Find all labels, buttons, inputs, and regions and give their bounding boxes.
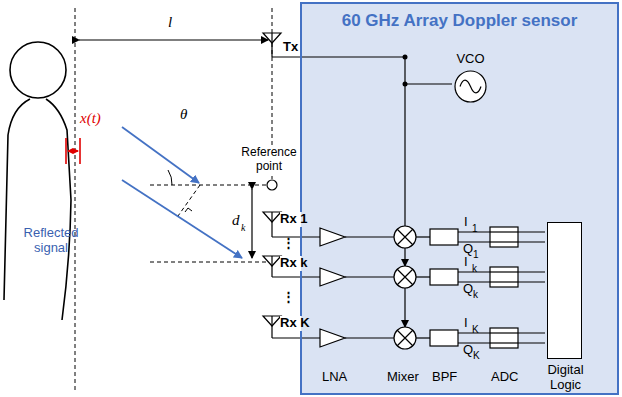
- signal-name: 1: [473, 249, 479, 261]
- signal-name: I: [464, 255, 468, 270]
- vco-oscillator: VCO: [454, 70, 487, 103]
- angle-arc: [168, 170, 172, 185]
- wire: [272, 236, 320, 237]
- wire: [345, 236, 394, 237]
- mixer-symbol: [394, 226, 416, 248]
- digital-logic-box: Digital Logic: [547, 222, 582, 359]
- wire: [345, 337, 394, 338]
- iq-wire: [490, 342, 518, 343]
- vco-label: VCO: [440, 51, 501, 66]
- wire: [272, 276, 320, 277]
- ellipsis: ⋮: [282, 236, 295, 251]
- junction: [403, 82, 408, 87]
- signal-name: I: [464, 215, 468, 230]
- wire: [416, 236, 430, 237]
- antenna-label: Tx: [283, 40, 298, 55]
- panel-title: 60 GHz Array Doppler sensor: [302, 11, 617, 31]
- mixer-symbol: [394, 266, 416, 288]
- lna-symbol: [320, 329, 345, 347]
- iq-wire: [458, 271, 545, 272]
- bpf-box: [430, 229, 458, 245]
- right-angle: [185, 208, 192, 212]
- column-label: ADC: [491, 370, 518, 385]
- reference-point: [267, 180, 277, 190]
- signal-name: K: [472, 324, 479, 336]
- iq-wire: [490, 271, 518, 272]
- sensor-panel: 60 GHz Array Doppler sensorVCO Digital Lo…: [300, 2, 619, 395]
- bpf-box: [430, 269, 458, 285]
- reflected-rays: [122, 127, 242, 258]
- lo-wires: [272, 57, 452, 327]
- mixer-cross: [397, 269, 413, 285]
- antenna-label: Rx k: [280, 256, 307, 271]
- sine-wave: [460, 80, 481, 93]
- displacement: [66, 138, 80, 164]
- signal-name: Q: [463, 282, 473, 297]
- antenna-label: Rx 1: [280, 212, 307, 227]
- column-label: BPF: [432, 370, 457, 385]
- iq-wire: [458, 231, 545, 232]
- dimension-dk: [251, 189, 252, 258]
- iq-wire: [490, 332, 518, 333]
- iq-wire: [490, 241, 518, 242]
- mixer-cross: [397, 330, 413, 346]
- wire: [272, 337, 320, 338]
- column-label: Mixer: [387, 370, 419, 385]
- spacing-subscript: k: [241, 222, 245, 234]
- signal-name: k: [472, 263, 477, 275]
- iq-wire: [458, 332, 545, 333]
- mixer-symbol: [394, 327, 416, 349]
- dimension-l: [79, 39, 268, 40]
- signal-name: k: [473, 289, 478, 301]
- bpf-box: [430, 330, 458, 346]
- mixer-cross: [397, 229, 413, 245]
- panel-ground: [301, 3, 617, 393]
- spacing-label: d: [232, 212, 240, 229]
- wire: [345, 276, 394, 277]
- adc-box: [490, 227, 518, 247]
- iq-wire: [490, 281, 518, 282]
- distance-label: l: [168, 14, 172, 31]
- lna-symbol: [320, 228, 345, 246]
- signal-name: Q: [463, 343, 473, 358]
- wire: [416, 276, 430, 277]
- reference-label: Reference point: [240, 146, 298, 174]
- iq-wire: [490, 231, 518, 232]
- person: [4, 42, 71, 320]
- column-label: LNA: [322, 370, 347, 385]
- vco-symbol: [454, 70, 487, 103]
- adc-box: [490, 267, 518, 287]
- digital-logic-label: Digital Logic: [534, 363, 597, 393]
- signal-name: K: [473, 350, 480, 362]
- vco-circle: [455, 71, 486, 102]
- adc-box: [490, 328, 518, 348]
- lna-symbol: [320, 268, 345, 286]
- receive-chains: [272, 226, 545, 349]
- junction: [403, 55, 408, 60]
- antennas: [263, 33, 281, 338]
- antenna-label: Rx K: [280, 316, 310, 331]
- signal-label: Reflected signal: [16, 226, 86, 256]
- displacement-label: x(t): [80, 110, 101, 127]
- signal-name: I: [464, 316, 468, 331]
- wire: [416, 337, 430, 338]
- angle-label: θ: [180, 106, 187, 123]
- reference-lines: [75, 8, 272, 390]
- ellipsis: ⋮: [282, 290, 295, 305]
- signal-name: 1: [472, 223, 478, 235]
